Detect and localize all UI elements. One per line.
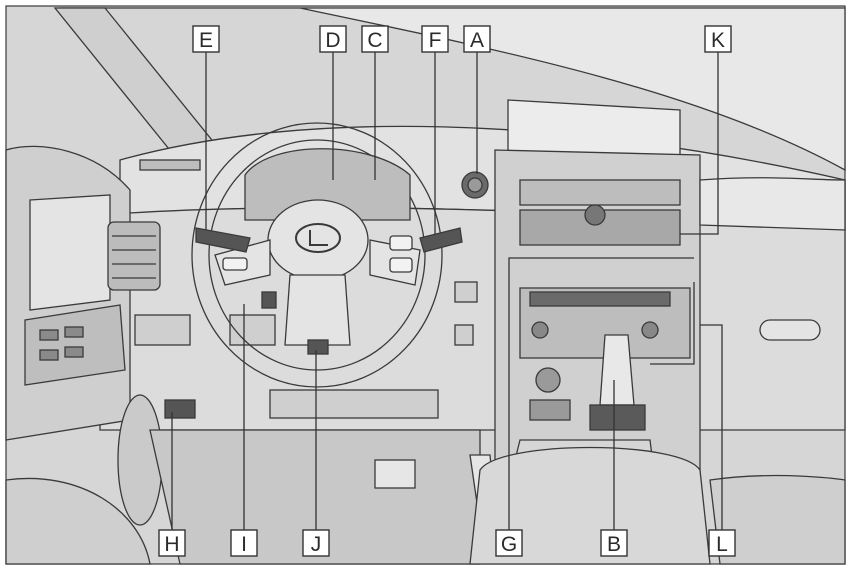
- window-switch: [39, 349, 59, 361]
- shift-lever-base: [589, 404, 646, 431]
- dash-small-switch: [454, 324, 474, 346]
- dash-switch-block: [229, 314, 276, 346]
- lever-under-wheel: [261, 291, 277, 309]
- windshield: [60, 7, 846, 172]
- power-window-switches: [24, 304, 126, 386]
- glove-box-handle: [759, 319, 821, 341]
- shift-lever: [599, 334, 635, 406]
- callout-i-label: I: [241, 533, 247, 556]
- steering-switch-right: [389, 257, 413, 273]
- climate-switches: [519, 179, 681, 206]
- callout-labels: E D C F A K H I: [158, 25, 736, 557]
- dash-small-switch: [454, 281, 478, 303]
- callout-f-label: F: [429, 29, 442, 52]
- callout-j: J: [302, 529, 330, 557]
- audio-knob: [584, 204, 606, 226]
- storage-tray: [529, 291, 671, 307]
- leader-line-l-upper: [650, 282, 695, 365]
- console-switches: [529, 399, 571, 421]
- left-air-vent: [107, 221, 161, 291]
- lower-dash-panel: [269, 389, 439, 419]
- callout-i: I: [230, 529, 258, 557]
- leader-lines: [171, 52, 723, 538]
- brake-pedal: [374, 459, 416, 489]
- callout-b: B: [600, 529, 628, 557]
- callout-a: A: [463, 25, 491, 53]
- defrost-vent: [139, 159, 201, 171]
- tilt-telescopic-lever: [307, 339, 329, 355]
- window-switch: [39, 329, 59, 341]
- callout-j-label: J: [311, 533, 322, 556]
- steering-spoke-lower: [284, 274, 351, 346]
- center-armrest: [469, 446, 711, 565]
- callout-g: G: [495, 529, 523, 557]
- callout-h: H: [158, 529, 186, 557]
- wiper-lever: [419, 227, 463, 253]
- instrument-cluster: [244, 148, 411, 221]
- callout-c-label: C: [367, 29, 382, 52]
- door-speaker: [117, 394, 163, 526]
- passenger-dash: [699, 177, 846, 231]
- callout-f: F: [421, 25, 449, 53]
- lexus-logo-icon: [295, 223, 341, 253]
- steering-switch-right: [389, 235, 413, 251]
- turn-signal-lever: [195, 227, 251, 253]
- callout-e-label: E: [199, 29, 213, 52]
- callout-d-label: D: [325, 29, 340, 52]
- callout-g-label: G: [501, 533, 517, 556]
- knob-right: [641, 321, 659, 339]
- leader-line-k: [680, 52, 719, 235]
- callout-c: C: [361, 25, 389, 53]
- knob-left: [531, 321, 549, 339]
- steering-wheel: [191, 122, 443, 388]
- driver-seat: [5, 477, 151, 565]
- callout-l-label: L: [716, 533, 728, 556]
- window-switch: [64, 326, 84, 338]
- steering-switch-left: [222, 257, 248, 271]
- remote-touch: [535, 367, 561, 393]
- passenger-seat: [709, 474, 846, 565]
- door-handle-panel: [29, 194, 111, 311]
- callout-k-label: K: [711, 29, 725, 52]
- callout-l: L: [708, 529, 736, 557]
- callout-d: D: [319, 25, 347, 53]
- leader-line-l: [700, 324, 723, 538]
- leader-line-g: [508, 257, 694, 538]
- callout-a-label: A: [470, 29, 484, 52]
- callout-k: K: [704, 25, 732, 53]
- interior-illustration: [5, 7, 846, 565]
- callout-e: E: [192, 25, 220, 53]
- steering-hub: [267, 199, 369, 281]
- callout-h-label: H: [164, 533, 179, 556]
- hood-release-lever: [164, 399, 196, 419]
- window-switch: [64, 346, 84, 358]
- dash-switch-block: [134, 314, 191, 346]
- callout-b-label: B: [607, 533, 621, 556]
